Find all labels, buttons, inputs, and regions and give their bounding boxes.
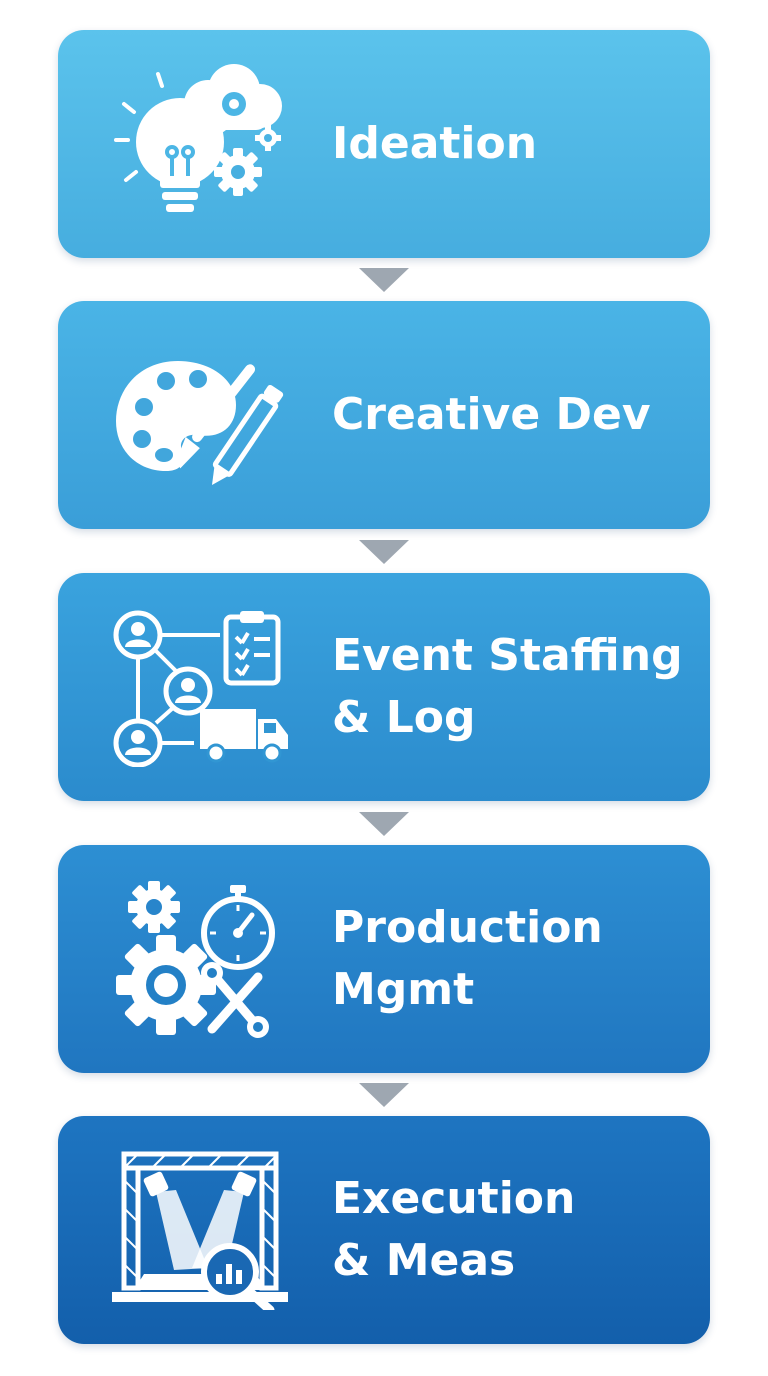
staff-network-truck-icon	[108, 607, 292, 767]
palette-brush-icon	[108, 335, 292, 495]
stage-ideation: Ideation	[58, 30, 710, 258]
stage-label: Execution & Meas	[332, 1173, 576, 1286]
stage-label: Production Mgmt	[332, 902, 603, 1015]
stage-production-mgmt: Production Mgmt	[58, 845, 710, 1073]
stage-execution-meas: Execution & Meas	[58, 1116, 710, 1344]
stage-label: Event Staffing & Log	[332, 630, 683, 743]
connector-arrow	[359, 268, 409, 292]
stage-label: Ideation	[332, 118, 538, 169]
connector-arrow	[359, 812, 409, 836]
stage-creative-dev: Creative Dev	[58, 301, 710, 529]
stage-label: Creative Dev	[332, 389, 651, 440]
stage-lights-analytics-icon	[108, 1150, 292, 1310]
lightbulb-gears-icon	[108, 64, 292, 224]
gears-stopwatch-wrench-icon	[108, 879, 292, 1039]
connector-arrow	[359, 540, 409, 564]
stage-event-staffing: Event Staffing & Log	[58, 573, 710, 801]
connector-arrow	[359, 1083, 409, 1107]
